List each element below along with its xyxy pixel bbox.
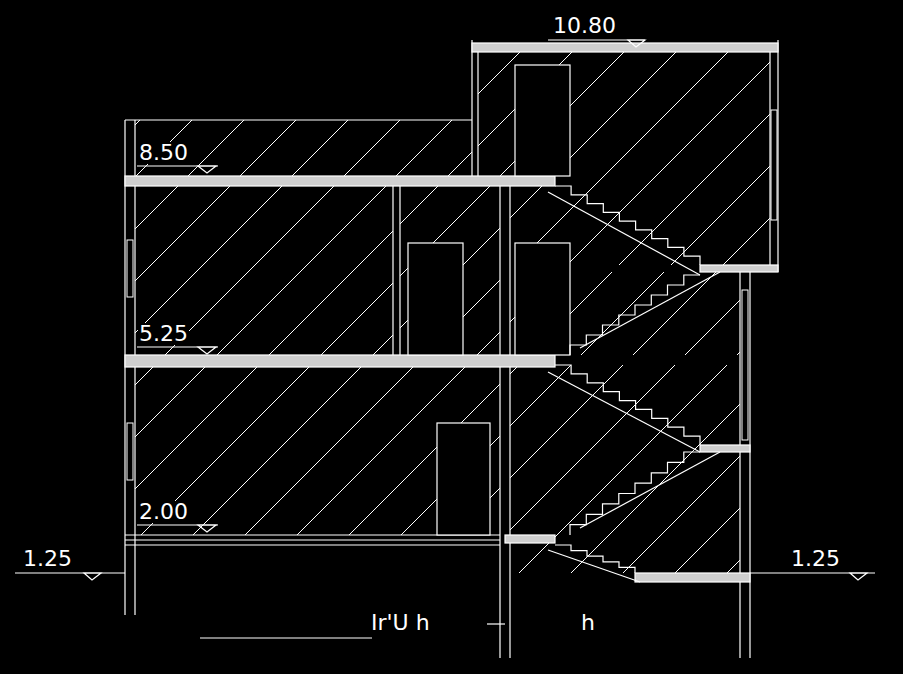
wall-line bbox=[769, 52, 770, 265]
hatching bbox=[135, 52, 770, 573]
wall-line bbox=[499, 186, 500, 658]
door bbox=[515, 65, 570, 176]
level-mark: 1.25 bbox=[790, 548, 841, 570]
level-mark: 8.50 bbox=[138, 142, 189, 164]
stair-underside bbox=[580, 272, 720, 348]
walls bbox=[125, 40, 778, 658]
wall-line bbox=[739, 272, 740, 658]
wall-line bbox=[477, 52, 478, 176]
ground-floor bbox=[15, 535, 875, 573]
stair-underside bbox=[548, 192, 700, 275]
level-mark: 1.25 bbox=[22, 548, 73, 570]
stair-steps bbox=[555, 365, 700, 445]
level-markers bbox=[84, 40, 867, 638]
door bbox=[408, 243, 463, 355]
level-triangle bbox=[850, 573, 867, 580]
doors bbox=[408, 65, 570, 535]
hatch-area bbox=[135, 120, 472, 176]
hatch-area bbox=[135, 186, 393, 355]
stair-steps bbox=[555, 545, 635, 573]
ground-line bbox=[15, 572, 125, 573]
slabs bbox=[125, 43, 778, 582]
hatch-area bbox=[478, 52, 770, 176]
landing-slab bbox=[635, 573, 750, 582]
title-underline bbox=[200, 637, 372, 638]
parapet-line bbox=[125, 119, 472, 120]
landing-slab bbox=[700, 265, 778, 272]
roof-slab bbox=[472, 43, 778, 52]
floor-slab bbox=[125, 176, 555, 186]
stair-underside bbox=[548, 550, 640, 582]
window bbox=[771, 110, 777, 220]
partition-line bbox=[399, 186, 400, 355]
level-triangle bbox=[198, 166, 216, 173]
level-mark: 5.25 bbox=[138, 323, 189, 345]
drawing-title: h bbox=[580, 612, 596, 634]
level-triangle bbox=[84, 573, 101, 580]
dash-mark bbox=[487, 623, 505, 624]
hatch-area bbox=[400, 186, 500, 355]
stair-underside bbox=[580, 452, 720, 528]
door bbox=[437, 423, 490, 535]
stair-underside bbox=[548, 372, 700, 452]
wall-line bbox=[509, 186, 510, 658]
level-triangle bbox=[198, 525, 216, 532]
hatch-area bbox=[135, 367, 500, 535]
window bbox=[742, 290, 748, 440]
level-mark: 2.00 bbox=[138, 501, 189, 523]
level-mark: 10.80 bbox=[552, 15, 617, 37]
level-triangle bbox=[198, 347, 216, 354]
window bbox=[127, 423, 133, 480]
stairs bbox=[548, 186, 720, 582]
door bbox=[515, 243, 570, 355]
level-triangle bbox=[628, 40, 645, 47]
windows bbox=[127, 110, 777, 480]
wall-line bbox=[749, 272, 750, 658]
floor-line bbox=[125, 544, 500, 545]
drawing-title: Ir'U h bbox=[370, 612, 431, 634]
wall-line bbox=[777, 40, 778, 272]
window bbox=[127, 240, 133, 297]
landing-slab bbox=[700, 445, 750, 452]
floor-line bbox=[125, 539, 500, 540]
wall-line bbox=[471, 40, 472, 176]
floor-slab bbox=[505, 535, 555, 543]
stair-steps bbox=[555, 186, 700, 265]
partition-line bbox=[392, 186, 393, 355]
floor-slab bbox=[125, 355, 555, 367]
